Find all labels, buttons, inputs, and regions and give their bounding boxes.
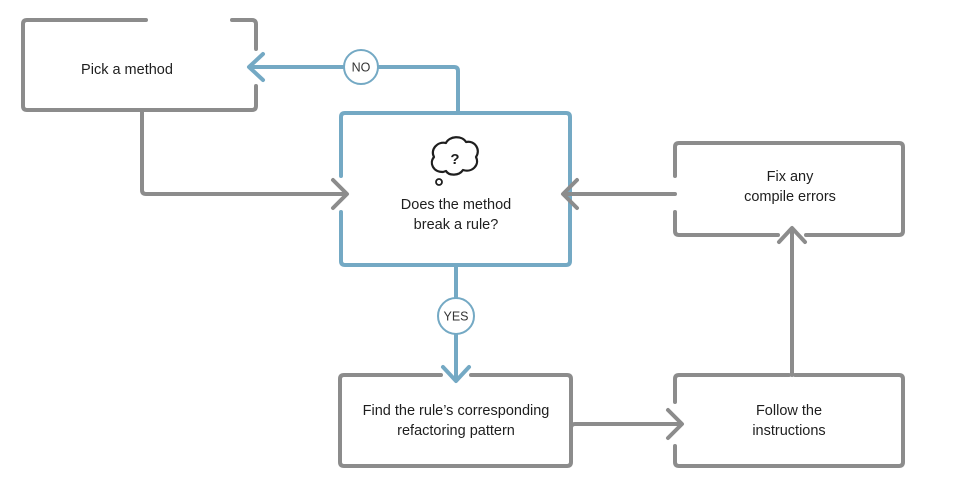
- no-badge: [343, 49, 379, 85]
- arrowhead-into-find-pattern: [441, 365, 471, 383]
- pick-method-box: Pick a method: [21, 18, 258, 112]
- find-pattern-box: Find the rule’s corresponding refactorin…: [338, 373, 573, 468]
- yes-badge-label: YES: [443, 310, 468, 324]
- yes-badge: [437, 297, 475, 335]
- connector-follow-to-fix: [777, 226, 807, 377]
- connector-fix-to-decision: [561, 178, 677, 210]
- arrowhead-into-pick-method: [247, 52, 265, 82]
- fix-errors-box: Fix any compile errors: [673, 141, 905, 237]
- no-badge-label: NO: [352, 61, 371, 75]
- arrowhead-into-fix: [777, 226, 807, 244]
- fix-label-line-2: compile errors: [744, 189, 836, 205]
- arrowhead-into-follow: [666, 408, 684, 440]
- decision-box: ? Does the method break a rule?: [339, 111, 572, 267]
- connector-find-to-follow: [569, 408, 684, 440]
- decision-label-line-2: break a rule?: [414, 217, 499, 233]
- question-mark-glyph: ?: [450, 151, 459, 168]
- find-pattern-label-line-2: refactoring pattern: [397, 423, 515, 439]
- thought-bubble-question-icon: ?: [430, 136, 479, 186]
- connector-no-branch: NO: [247, 49, 460, 115]
- find-pattern-label-line-1: Find the rule’s corresponding: [363, 403, 550, 419]
- follow-label-line-2: instructions: [752, 423, 825, 439]
- arrowhead-into-decision-right: [561, 178, 579, 210]
- fix-label-line-1: Fix any: [767, 169, 814, 185]
- arrowhead-into-decision: [331, 178, 349, 210]
- connector-pick-to-decision: [140, 108, 349, 210]
- follow-instructions-box: Follow the instructions: [673, 373, 905, 468]
- decision-label-line-1: Does the method: [401, 197, 511, 213]
- connector-yes-branch: YES: [437, 263, 475, 383]
- pick-method-label: Pick a method: [81, 62, 173, 78]
- follow-label-line-1: Follow the: [756, 403, 822, 419]
